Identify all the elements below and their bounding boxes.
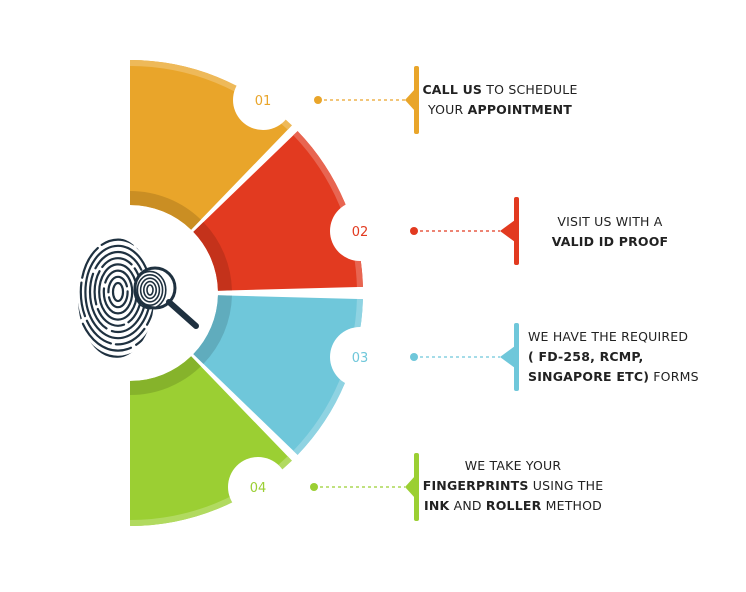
step-2-connector: [410, 197, 519, 265]
body-text: WE HAVE THE REQUIRED: [528, 329, 689, 344]
step-3-number: 03: [352, 351, 369, 366]
step-4-line-1: WE TAKE YOUR: [418, 456, 608, 476]
step-4-line-2: FINGERPRINTS USING THE: [418, 476, 608, 496]
step-2-number: 02: [352, 225, 369, 240]
body-text: USING THE: [528, 478, 604, 493]
emphasis-text: FINGERPRINTS: [422, 478, 529, 493]
step-1-number: 01: [255, 94, 272, 109]
step-3-number-badge: [330, 327, 390, 387]
step-4-line-3: INK AND ROLLER METHOD: [418, 496, 608, 516]
step-2-description: VISIT US WITH A VALID ID PROOF: [515, 212, 705, 252]
step-segment-3: [193, 295, 363, 455]
step-segment-2: [193, 131, 363, 291]
body-text: FORMS: [649, 369, 699, 384]
emphasis-text: SINGAPORE ETC): [528, 369, 650, 384]
step-3-description: WE HAVE THE REQUIRED ( FD-258, RCMP, SINGA…: [528, 327, 718, 387]
step-2-line-2: VALID ID PROOF: [515, 232, 705, 252]
emphasis-text: VALID ID PROOF: [551, 234, 669, 249]
step-1-line-1: CALL US TO SCHEDULE: [410, 80, 590, 100]
body-text: WE TAKE YOUR: [464, 458, 562, 473]
body-text: YOUR: [427, 102, 468, 117]
body-text: TO SCHEDULE: [482, 82, 578, 97]
step-3-line-2: ( FD-258, RCMP,: [528, 347, 718, 367]
body-text: AND: [449, 498, 486, 513]
emphasis-text: ROLLER: [485, 498, 542, 513]
emphasis-text: INK: [424, 498, 450, 513]
step-4-number-badge: [228, 457, 288, 517]
step-1-connector: [314, 66, 419, 134]
emphasis-text: CALL US: [422, 82, 483, 97]
step-1-number-badge: [233, 70, 293, 130]
body-text: METHOD: [541, 498, 602, 513]
step-2-line-1: VISIT US WITH A: [515, 212, 705, 232]
emphasis-text: APPOINTMENT: [467, 102, 573, 117]
step-3-line-3: SINGAPORE ETC) FORMS: [528, 367, 718, 387]
body-text: VISIT US WITH A: [557, 214, 663, 229]
fingerprint-magnifier-icon: [44, 207, 216, 379]
emphasis-text: ( FD-258, RCMP,: [528, 349, 644, 364]
step-4-connector: [310, 453, 419, 521]
step-3-line-1: WE HAVE THE REQUIRED: [528, 327, 718, 347]
step-4-number: 04: [250, 481, 267, 496]
step-2-number-badge: [330, 201, 390, 261]
step-1-line-2: YOUR APPOINTMENT: [410, 100, 590, 120]
step-3-connector: [410, 323, 519, 391]
